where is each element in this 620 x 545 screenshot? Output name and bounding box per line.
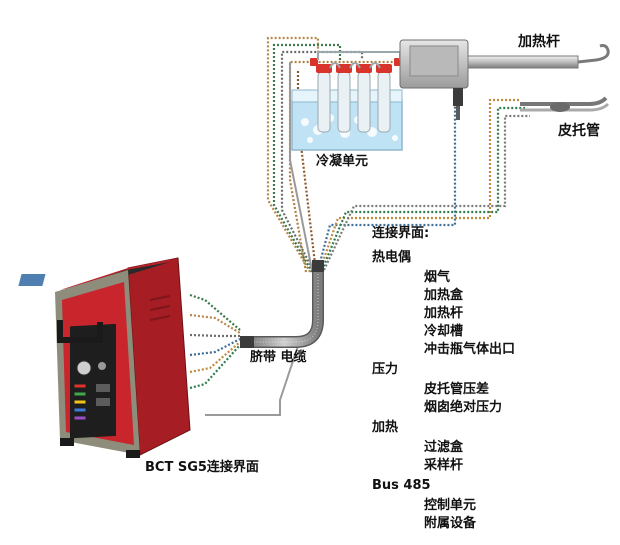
bus-lines — [205, 62, 313, 416]
condenser-unit-label: 冷凝单元 — [316, 154, 369, 169]
wire-dev-1 — [189, 293, 241, 331]
umbilical-cable-label: 脐带 电缆 — [250, 350, 307, 365]
list-item: 皮托管压差 — [424, 382, 490, 397]
wire-dev-4 — [189, 338, 241, 357]
list-item: 烟气 — [424, 270, 451, 285]
sg5-device — [18, 257, 191, 458]
wire-dev-2 — [189, 313, 241, 334]
wire-7 — [320, 106, 525, 271]
pitot-tube — [520, 96, 610, 112]
list-item: 过滤盒 — [424, 440, 464, 455]
umbilical-cable — [240, 260, 324, 348]
wire-2 — [272, 43, 342, 273]
wire-dev-5 — [189, 341, 241, 374]
list-item: 附属设备 — [424, 516, 477, 531]
heater-rod-label: 加热杆 — [518, 34, 560, 50]
wire-dev-3 — [189, 333, 240, 338]
list-item: 加热杆 — [424, 306, 464, 321]
list-item: 采样杆 — [424, 458, 464, 473]
heated-probe — [399, 39, 610, 120]
wire-6 — [318, 98, 520, 271]
list-item: 烟囱绝对压力 — [424, 400, 503, 415]
pitot-tube-label: 皮托管 — [558, 123, 600, 139]
condenser-unit — [291, 51, 403, 151]
wire-5 — [316, 105, 457, 271]
wire-1 — [266, 36, 320, 273]
group-heating: 加热 — [372, 420, 399, 435]
list-item: 加热盒 — [424, 288, 464, 303]
group-bus485: Bus 485 — [372, 478, 431, 493]
wire-dev-6 — [189, 344, 241, 390]
list-item: 冷却槽 — [424, 324, 464, 339]
group-thermocouple: 热电偶 — [372, 250, 412, 265]
device-caption: BCT SG5连接界面 — [145, 460, 259, 475]
interface-title: 连接界面: — [372, 226, 430, 241]
group-pressure: 压力 — [372, 362, 399, 377]
list-item: 控制单元 — [424, 498, 477, 513]
wire-8 — [323, 114, 530, 271]
list-item: 冲击瓶气体出口 — [424, 342, 516, 357]
